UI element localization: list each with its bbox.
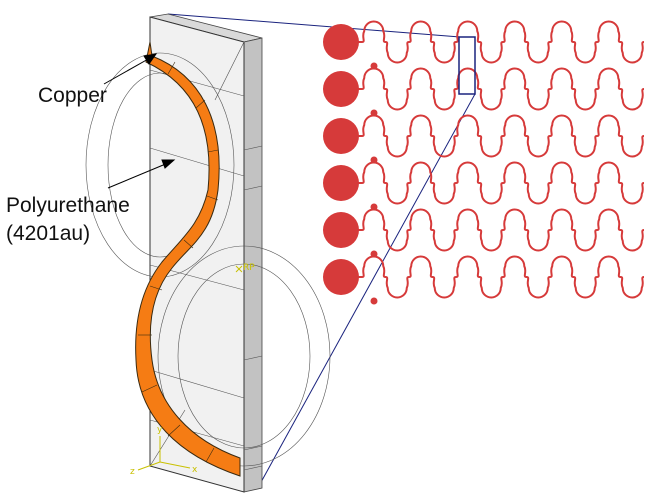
copper-band-segments: [138, 61, 219, 463]
junction-dot: [370, 297, 378, 305]
serpentine-trace-row: [358, 67, 645, 111]
serpentine-trace-row: [358, 114, 645, 158]
contact-pad: [323, 259, 359, 295]
triad-label-y: y: [157, 425, 163, 435]
copper-band: [135, 41, 241, 477]
reference-point-marker: RP: [235, 263, 255, 273]
rp-label: RP: [243, 263, 255, 273]
contact-pad: [323, 212, 359, 248]
triad-label-x: x: [192, 465, 198, 475]
serpentine-trace-row: [358, 208, 645, 252]
band-segment: [183, 239, 194, 249]
mesh-line: [149, 369, 245, 399]
side-mesh: [243, 445, 263, 451]
lower-circle-outer: [157, 245, 331, 467]
band-segment: [195, 99, 206, 109]
side-mesh: [243, 465, 263, 471]
contact-pad: [323, 118, 359, 154]
serpentine-pattern: [323, 20, 645, 305]
mesh-line: [149, 147, 245, 177]
strip-model: RP y x z: [85, 13, 331, 493]
copper-arrow-line: [103, 57, 151, 85]
band-segment: [141, 384, 158, 393]
zoom-highlight-box: [458, 36, 476, 95]
serpentine-trace-row: [358, 255, 645, 299]
mesh-line: [214, 41, 245, 101]
side-mesh: [243, 145, 263, 151]
lower-circle-inner: [177, 263, 311, 449]
side-mesh: [243, 355, 263, 361]
serpentine-trace-row: [358, 20, 645, 64]
polyurethane-grade-label: (4201au): [6, 222, 91, 245]
polyurethane-arrowhead: [161, 159, 176, 169]
band-segment: [167, 61, 176, 75]
contact-pad: [323, 71, 359, 107]
triad-label-z: z: [130, 467, 135, 477]
callout-arrows: [103, 53, 176, 189]
copper-arrowhead: [143, 53, 158, 65]
zoom-line-bottom: [259, 93, 476, 485]
contact-pad: [323, 24, 359, 60]
mesh-line: [149, 69, 245, 97]
serpentine-trace-row: [358, 161, 645, 205]
triad-axis-x: [159, 461, 191, 469]
band-segment: [167, 424, 181, 437]
side-mesh: [243, 185, 263, 191]
rp-cross: [235, 265, 243, 273]
band-segment: [205, 447, 215, 463]
band-segment: [206, 195, 219, 201]
triad-axis-z: [137, 461, 161, 471]
polyurethane-arrow-line: [107, 162, 169, 189]
copper-label: Copper: [38, 84, 107, 107]
band-segment: [149, 285, 163, 291]
band-segment: [207, 149, 219, 153]
coordinate-triad: y x z: [130, 425, 198, 477]
contact-pad: [323, 165, 359, 201]
polyurethane-label: Polyurethane: [6, 194, 130, 217]
